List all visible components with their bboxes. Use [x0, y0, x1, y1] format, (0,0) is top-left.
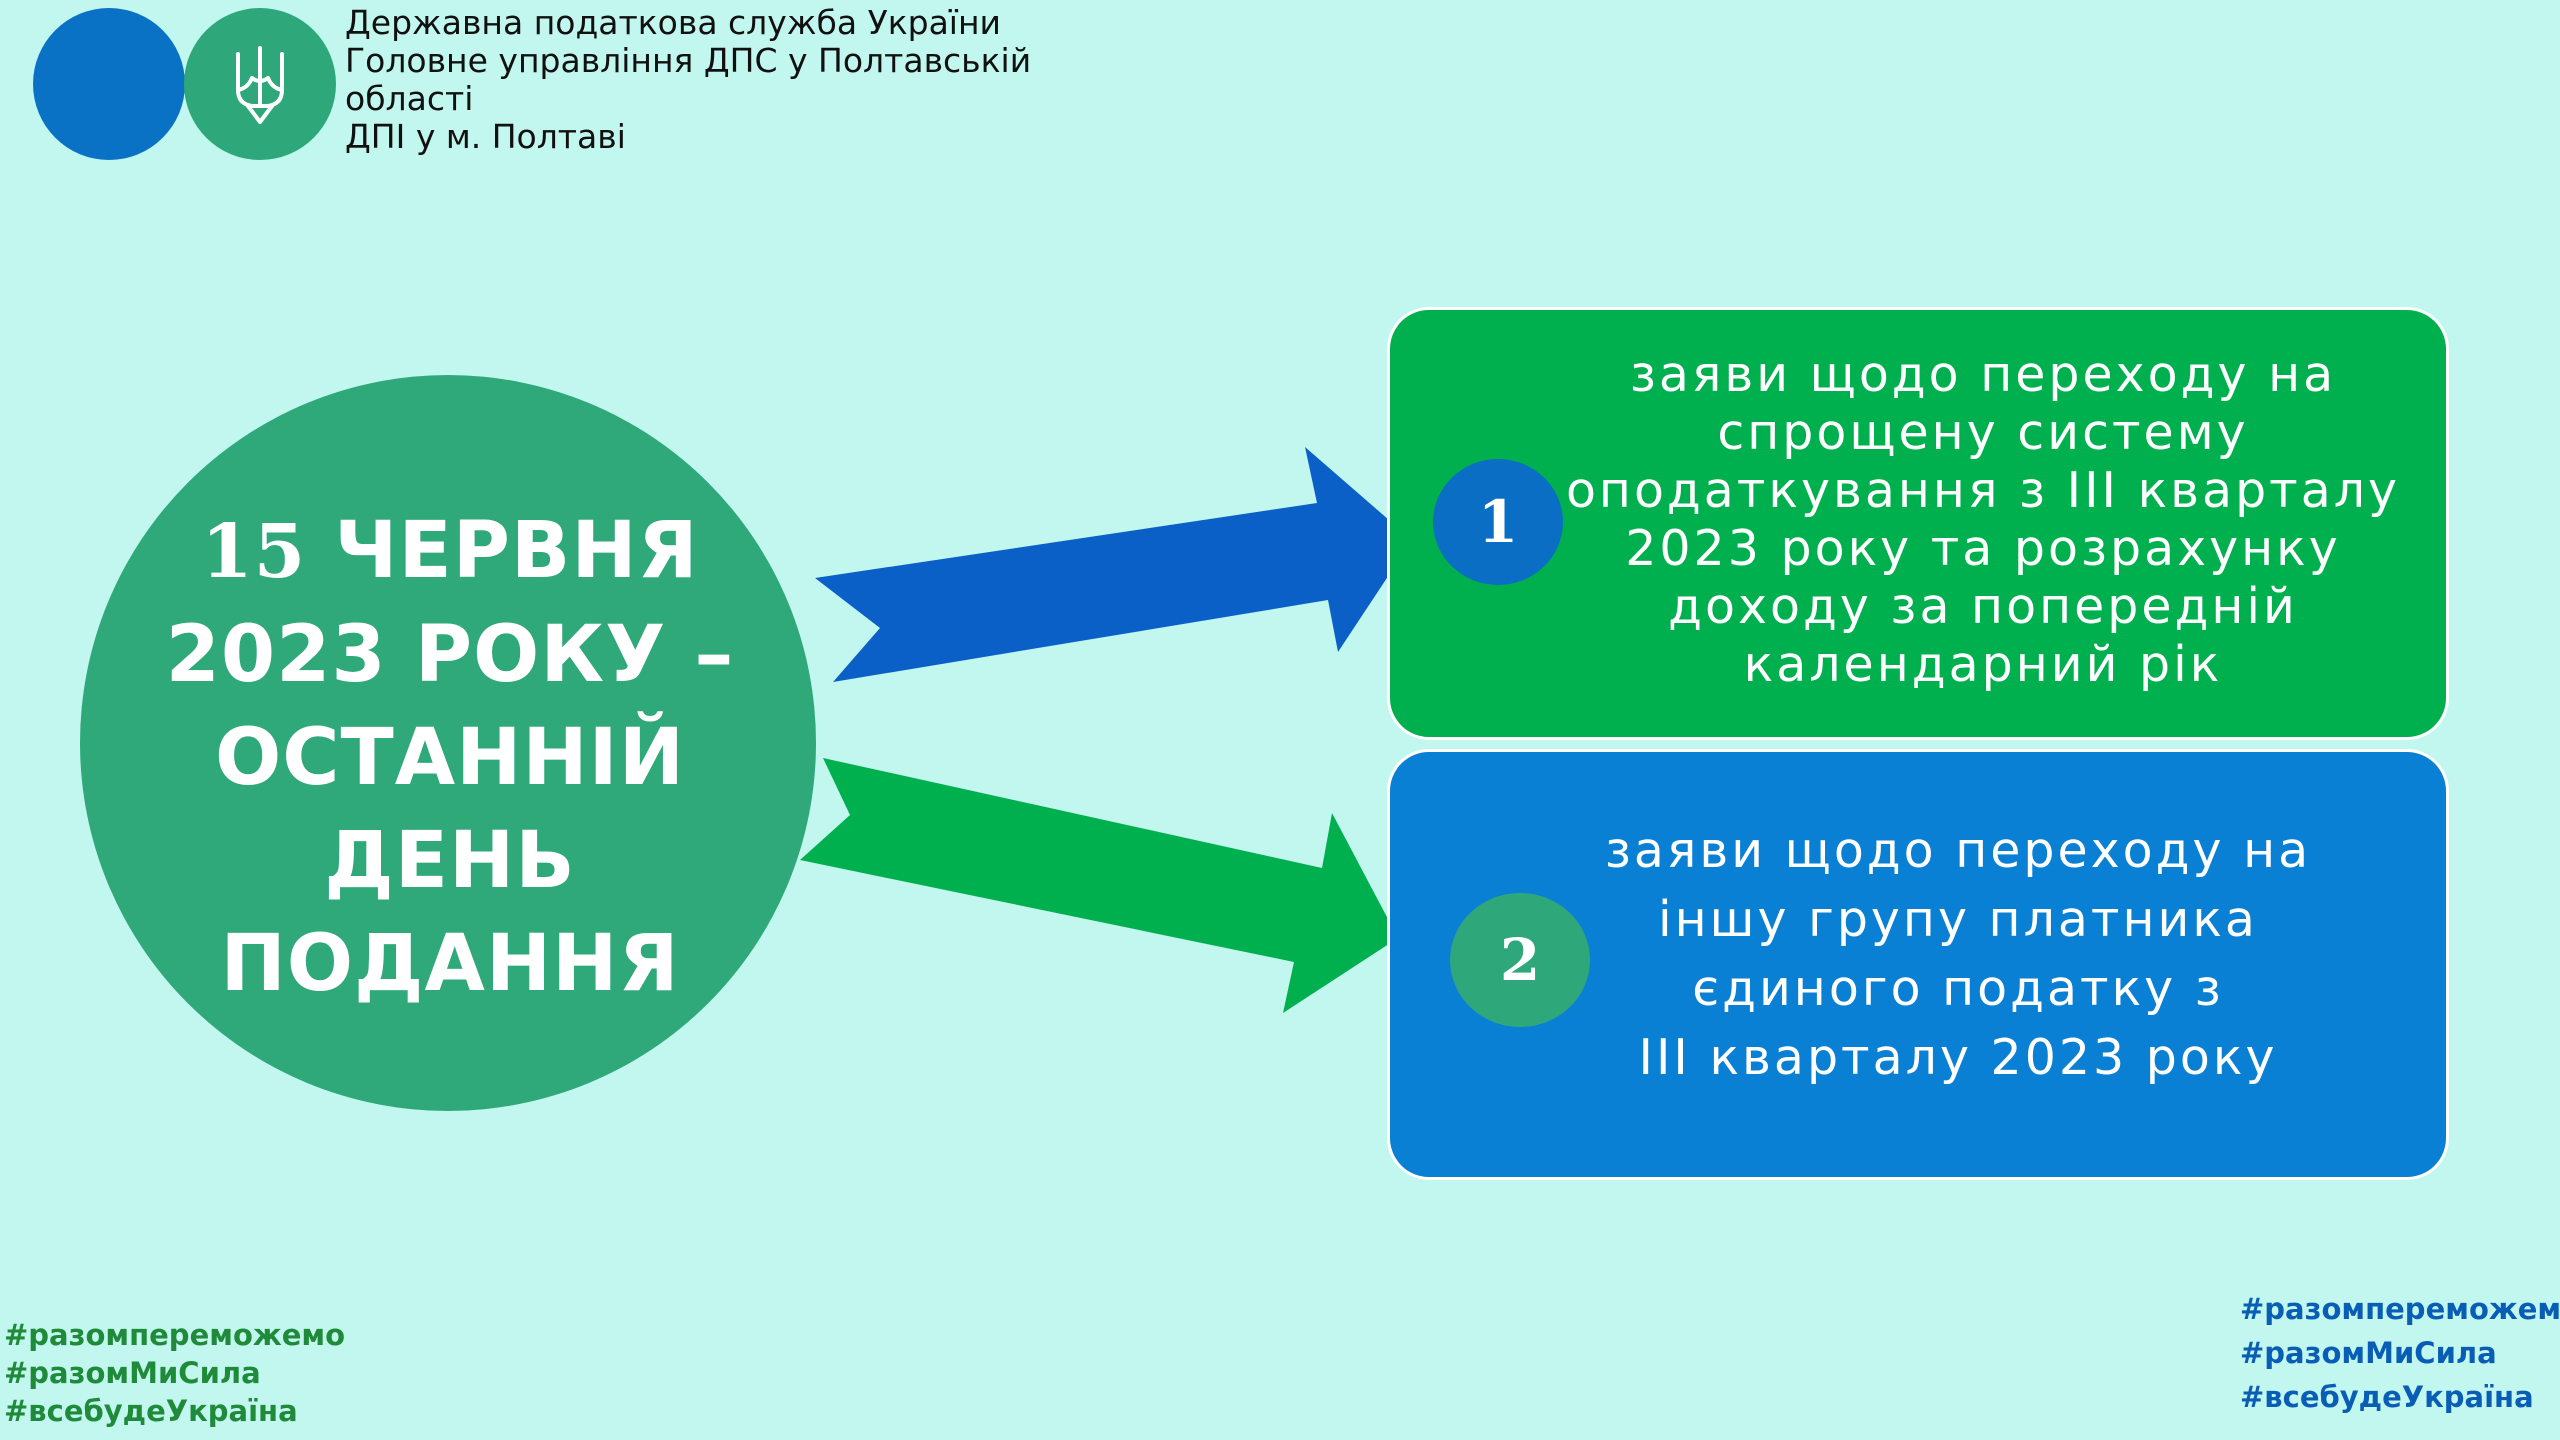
logo-blue-circle	[33, 8, 185, 160]
item-2-line: ІІІ кварталу 2023 року	[1638, 1029, 2278, 1086]
item-1-line: спрощену систему	[1717, 404, 2249, 461]
org-line-1: Державна податкова служба України	[345, 3, 1001, 42]
organization-name: Державна податкова служба України Головн…	[345, 4, 1031, 156]
item-1-line: заяви щодо переходу на	[1629, 346, 2337, 403]
hashtag: #разомпереможемо	[2240, 1292, 2560, 1326]
arrow-right-icon-blue	[815, 447, 1412, 682]
headline-line-5: ПОДАННЯ	[220, 919, 680, 1009]
deadline-circle	[80, 375, 816, 1111]
item-2-line: єдиного податку з	[1692, 960, 2224, 1017]
hashtags-right: #разомпереможемо #разомМиСила #всебудеУк…	[2240, 1287, 2560, 1419]
item-box-2: заяви щодо переходу на іншу групу платни…	[1387, 749, 2449, 1180]
headline-line-4: ДЕНЬ	[324, 816, 576, 906]
hashtag: #разомМиСила	[4, 1356, 261, 1390]
org-line-3: області	[345, 79, 474, 118]
org-line-4: ДПІ у м. Полтаві	[345, 117, 626, 156]
item-number-2: 2	[1450, 893, 1590, 1027]
trident-icon	[236, 46, 284, 124]
org-line-2: Головне управління ДПС у Полтавській	[345, 41, 1032, 80]
arrow-right-icon-green	[800, 758, 1398, 1013]
headline-line-1: 15 ЧЕРВНЯ	[140, 500, 760, 604]
hashtag: #всебудеУкраїна	[4, 1394, 298, 1428]
item-1-line: доходу за попередній	[1668, 578, 2298, 635]
item-2-line: заяви щодо переходу на	[1604, 822, 2312, 879]
headline-line-3: ОСТАННІЙ	[215, 713, 685, 803]
item-1-line: 2023 року та розрахунку	[1625, 520, 2341, 577]
item-1-line: оподаткування з ІІІ кварталу	[1565, 462, 2401, 519]
item-2-line: іншу групу платника	[1658, 891, 2258, 948]
headline-month: ЧЕРВНЯ	[306, 506, 699, 596]
headline-date-number: 15	[201, 509, 307, 595]
item-1-text: заяви щодо переходу на спрощену систему …	[1540, 346, 2426, 694]
item-number-1: 1	[1433, 459, 1563, 585]
hashtags-left: #разомпереможемо #разомМиСила #всебудеУк…	[4, 1316, 345, 1430]
item-2-text: заяви щодо переходу на іншу групу платни…	[1565, 816, 2351, 1092]
hashtag: #всебудеУкраїна	[2240, 1380, 2534, 1414]
item-box-1: заяви щодо переходу на спрощену систему …	[1387, 307, 2449, 740]
logo-green-circle	[184, 8, 336, 160]
item-1-line: календарний рік	[1743, 636, 2223, 693]
deadline-headline: 15 ЧЕРВНЯ 2023 РОКУ – ОСТАННІЙ ДЕНЬ ПОДА…	[140, 500, 760, 1016]
headline-line-2: 2023 РОКУ –	[165, 610, 735, 700]
hashtag: #разомпереможемо	[4, 1318, 346, 1352]
hashtag: #разомМиСила	[2240, 1336, 2497, 1370]
